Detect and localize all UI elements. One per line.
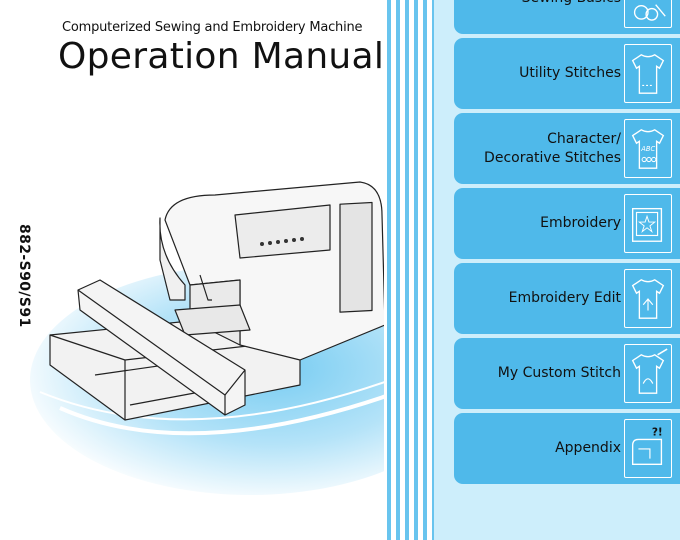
tab-label-utility-stitches: Utility Stitches bbox=[519, 65, 621, 81]
tab-my-custom-stitch[interactable]: My Custom Stitch bbox=[454, 338, 680, 409]
tab-label-embroidery-edit: Embroidery Edit bbox=[508, 290, 621, 306]
tab-character-decorative[interactable]: Character/ Decorative Stitches ABC bbox=[454, 113, 680, 184]
divider-stripes bbox=[384, 0, 440, 540]
sewing-basics-icon bbox=[624, 0, 672, 28]
character-decorative-icon: ABC bbox=[624, 119, 672, 178]
tab-label-sewing-basics: Sewing Basics bbox=[461, 0, 621, 34]
tab-label-my-custom-stitch: My Custom Stitch bbox=[497, 365, 621, 381]
tab-label-embroidery: Embroidery bbox=[540, 215, 621, 231]
tab-embroidery-edit[interactable]: Embroidery Edit bbox=[454, 263, 680, 334]
tab-label-appendix: Appendix bbox=[555, 440, 621, 456]
tab-appendix[interactable]: Appendix ?! bbox=[454, 413, 680, 484]
tab-utility-stitches[interactable]: Utility Stitches bbox=[454, 38, 680, 109]
sewing-machine-illustration bbox=[30, 181, 440, 495]
tab-embroidery[interactable]: Embroidery bbox=[454, 188, 680, 259]
cover-title: Operation Manual bbox=[58, 36, 385, 77]
my-custom-stitch-icon bbox=[624, 344, 672, 403]
utility-stitches-icon bbox=[624, 44, 672, 103]
embroidery-edit-icon bbox=[624, 269, 672, 328]
embroidery-frame-icon bbox=[624, 194, 672, 253]
appendix-marks: ?! bbox=[652, 427, 663, 439]
appendix-icon: ?! bbox=[624, 419, 672, 478]
tab-label-character-decorative: Character/ Decorative Stitches bbox=[484, 130, 621, 166]
embroidery-arm bbox=[77, 279, 246, 416]
abc-sample-text: ABC bbox=[640, 145, 655, 153]
cover-subtitle: Computerized Sewing and Embroidery Machi… bbox=[62, 20, 363, 35]
tab-sewing-basics[interactable]: Sewing Basics bbox=[454, 0, 680, 34]
